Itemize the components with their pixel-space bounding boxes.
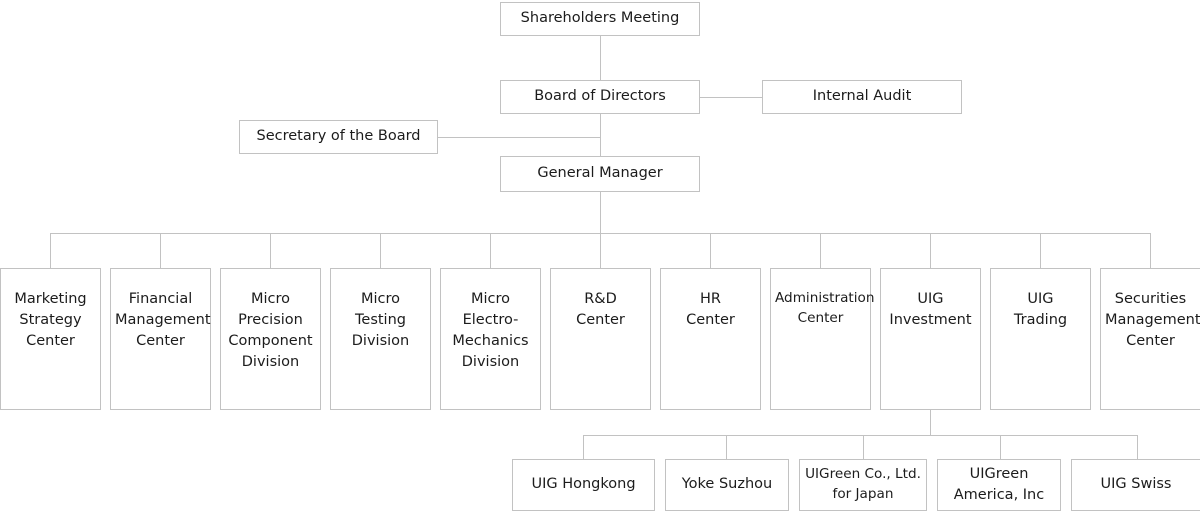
node-securities-management-center[interactable]: Securities Management Center	[1100, 268, 1200, 410]
node-uigreen-japan[interactable]: UIGreen Co., Ltd. for Japan	[799, 459, 927, 511]
connector-drop-subsidiary-4	[1000, 435, 1001, 459]
node-label: Securities Management Center	[1105, 291, 1200, 350]
node-internal-audit[interactable]: Internal Audit	[762, 80, 962, 114]
connector-board-to-internal-audit	[700, 97, 762, 98]
node-label: Micro Precision Component Division	[228, 291, 313, 371]
node-label: Marketing Strategy Center	[14, 291, 87, 350]
connector-drop-division-6	[600, 233, 601, 268]
node-label: Secretary of the Board	[256, 128, 421, 145]
connector-drop-subsidiary-2	[726, 435, 727, 459]
node-uigreen-america[interactable]: UIGreen America, Inc	[937, 459, 1061, 511]
node-secretary-of-the-board[interactable]: Secretary of the Board	[239, 120, 438, 154]
node-general-manager[interactable]: General Manager	[500, 156, 700, 192]
connector-drop-division-4	[380, 233, 381, 268]
connector-subsidiary-bus	[583, 435, 1137, 436]
connector-drop-division-8	[820, 233, 821, 268]
node-label: UIGreen America, Inc	[953, 465, 1045, 503]
node-rd-center[interactable]: R&D Center	[550, 268, 651, 410]
connector-general-manager-to-bus	[600, 192, 601, 233]
node-label: UIG Trading	[1013, 291, 1068, 329]
node-yoke-suzhou[interactable]: Yoke Suzhou	[665, 459, 789, 511]
node-label: Administration Center	[775, 290, 875, 326]
node-label: Shareholders Meeting	[520, 10, 680, 27]
node-financial-management-center[interactable]: Financial Management Center	[110, 268, 211, 410]
node-label: HR Center	[686, 291, 735, 329]
connector-board-to-general-manager	[600, 114, 601, 156]
connector-drop-subsidiary-5	[1137, 435, 1138, 459]
connector-drop-division-3	[270, 233, 271, 268]
node-label: Micro Electro- Mechanics Division	[452, 291, 529, 371]
node-board-of-directors[interactable]: Board of Directors	[500, 80, 700, 114]
node-shareholders-meeting[interactable]: Shareholders Meeting	[500, 2, 700, 36]
node-uig-investment[interactable]: UIG Investment	[880, 268, 981, 410]
node-label: UIG Hongkong	[531, 476, 636, 493]
node-label: UIG Swiss	[1100, 476, 1172, 493]
node-label: UIG Investment	[889, 291, 972, 329]
node-marketing-strategy-center[interactable]: Marketing Strategy Center	[0, 268, 101, 410]
connector-drop-division-11	[1150, 233, 1151, 268]
node-label: UIGreen Co., Ltd. for Japan	[805, 466, 921, 502]
connector-drop-division-5	[490, 233, 491, 268]
node-administration-center[interactable]: Administration Center	[770, 268, 875, 410]
node-uig-swiss[interactable]: UIG Swiss	[1071, 459, 1200, 511]
node-label: Micro Testing Division	[351, 291, 410, 350]
node-label: Internal Audit	[812, 88, 912, 105]
connector-drop-division-9	[930, 233, 931, 268]
connector-uig-investment-to-subsidiary-bus	[930, 410, 931, 435]
connector-drop-subsidiary-3	[863, 435, 864, 459]
node-uig-trading[interactable]: UIG Trading	[990, 268, 1091, 410]
connector-drop-division-2	[160, 233, 161, 268]
node-uig-hongkong[interactable]: UIG Hongkong	[512, 459, 655, 511]
node-label: Yoke Suzhou	[681, 476, 773, 493]
connector-drop-division-7	[710, 233, 711, 268]
node-label: Board of Directors	[534, 88, 666, 105]
node-micro-electro-mechanics-division[interactable]: Micro Electro- Mechanics Division	[440, 268, 541, 410]
node-label: Financial Management Center	[115, 291, 211, 350]
connector-drop-division-10	[1040, 233, 1041, 268]
connector-shareholders-to-board	[600, 36, 601, 80]
node-hr-center[interactable]: HR Center	[660, 268, 761, 410]
node-micro-precision-component-division[interactable]: Micro Precision Component Division	[220, 268, 321, 410]
connector-drop-subsidiary-1	[583, 435, 584, 459]
connector-secretary-to-trunk	[438, 137, 600, 138]
node-micro-testing-division[interactable]: Micro Testing Division	[330, 268, 431, 410]
node-label: General Manager	[537, 165, 663, 182]
node-label: R&D Center	[576, 291, 625, 329]
connector-drop-division-1	[50, 233, 51, 268]
